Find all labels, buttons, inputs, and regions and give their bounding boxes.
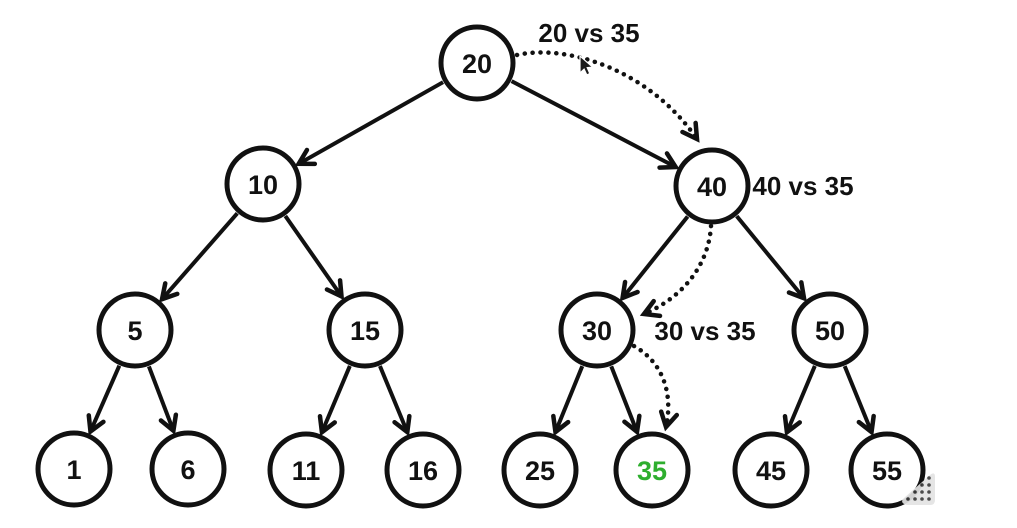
tree-edge-5-1 [86,364,122,436]
grip-dot [920,483,924,487]
grip-dot [927,476,931,480]
tree-node-50[interactable]: 50 [791,291,869,369]
tree-node-label-11: 11 [292,456,321,486]
search-arrow-step-3 [631,343,680,432]
tree-node-10[interactable]: 10 [224,145,302,223]
tree-node-circle-25 [501,431,579,509]
tree-node-label-25: 25 [525,456,555,486]
tree-node-15[interactable]: 15 [326,291,404,369]
tree-node-35[interactable]: 35 [613,431,691,509]
tree-node-label-6: 6 [180,455,195,485]
tree-node-11[interactable]: 11 [267,431,345,509]
tree-node-label-45: 45 [756,456,786,486]
tree-edge-10-15 [283,214,345,301]
tree-edge-40-50 [735,214,807,302]
tree-node-circle-1 [35,430,113,508]
tree-edge-50-55 [842,365,876,437]
tree-node-label-1: 1 [66,455,81,485]
tree-node-circle-11 [267,431,345,509]
tree-node-label-30: 30 [582,316,612,346]
tree-node-circle-35 [613,431,691,509]
tree-edge-30-25 [551,365,585,437]
tree-edge-20-10 [294,80,445,167]
tree-node-circle-40 [673,147,751,225]
tree-node-circle-5 [96,291,174,369]
resize-grip-shape [902,473,935,505]
search-trace-arrows [514,50,714,432]
grip-dot [927,483,931,487]
tree-edge-15-16 [378,365,412,437]
tree-node-circle-55 [848,431,926,509]
tree-node-circle-10 [224,145,302,223]
tree-node-circle-16 [384,431,462,509]
search-arrow-step-1 [514,50,700,143]
tree-node-label-50: 50 [815,316,845,346]
tree-edge-20-40 [510,79,680,170]
tree-node-45[interactable]: 45 [732,431,810,509]
tree-node-label-40: 40 [697,172,727,202]
tree-node-label-10: 10 [248,170,278,200]
tree-edge-5-6 [147,365,179,435]
tree-node-circle-50 [791,291,869,369]
grip-dot [927,490,931,494]
tree-edge-30-35 [609,365,642,437]
tree-node-circle-15 [326,291,404,369]
tree-node-6[interactable]: 6 [149,430,227,508]
tree-node-label-15: 15 [350,316,380,346]
tree-node-1[interactable]: 1 [35,430,113,508]
tree-edges [86,79,876,437]
tree-node-30[interactable]: 30 [558,291,636,369]
comparison-label-3: 30 vs 35 [654,316,755,346]
tree-node-label-20: 20 [462,49,492,79]
comparison-label-1: 20 vs 35 [538,18,639,48]
tree-node-circle-6 [149,430,227,508]
tree-edge-10-5 [159,212,239,303]
grip-dot [913,497,917,501]
tree-node-20[interactable]: 20 [438,24,516,102]
tree-node-16[interactable]: 16 [384,431,462,509]
grip-dot [906,497,910,501]
tree-node-5[interactable]: 5 [96,291,174,369]
search-arrow-step-2 [639,223,714,319]
grip-dot [913,490,917,494]
comparison-label-2: 40 vs 35 [752,171,853,201]
tree-node-circle-20 [438,24,516,102]
tree-node-label-16: 16 [408,456,438,486]
resize-grip[interactable] [902,473,935,505]
tree-node-40[interactable]: 40 [673,147,751,225]
tree-node-label-5: 5 [127,316,142,346]
comparison-labels: 20 vs 35 40 vs 35 30 vs 35 [538,18,853,346]
grip-dot [920,497,924,501]
tree-node-55[interactable]: 55 [848,431,926,509]
tree-node-circle-30 [558,291,636,369]
tree-node-circle-45 [732,431,810,509]
tree-edge-40-30 [619,215,690,302]
tree-node-label-55: 55 [872,456,902,486]
grip-dot [920,490,924,494]
mouse-cursor-icon [579,54,595,76]
tree-edge-15-11 [317,365,352,437]
tree-node-25[interactable]: 25 [501,431,579,509]
tree-node-label-35: 35 [637,456,667,486]
tree-edge-50-45 [782,365,817,437]
grip-dot [927,497,931,501]
